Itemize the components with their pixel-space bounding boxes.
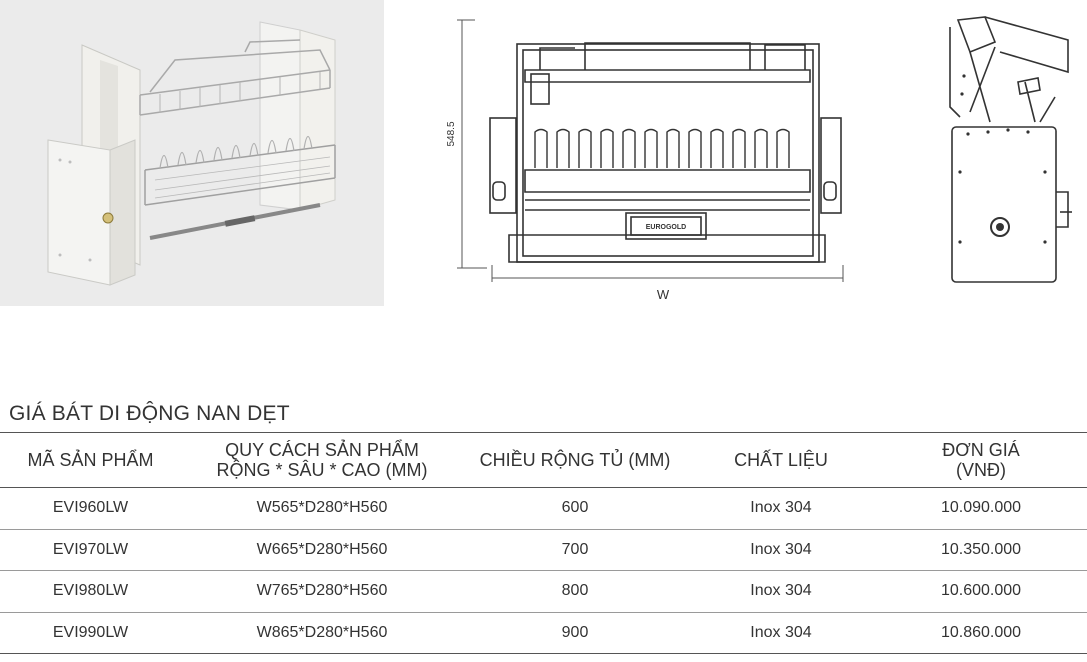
cell-code: EVI990LW — [52, 623, 129, 641]
width-dimension-label: W — [657, 287, 670, 302]
header-spec-line2: RỘNG * SÂU * CAO (MM) — [216, 460, 428, 480]
cell-price: 10.860.000 — [940, 623, 1022, 641]
cell-width: 700 — [561, 540, 589, 558]
table-row: EVI990LW W865*D280*H560 900 Inox 304 10.… — [0, 612, 1087, 654]
cell-width: 600 — [561, 499, 589, 517]
cell-width: 900 — [561, 623, 589, 641]
header-spec-line1: QUY CÁCH SẢN PHẨM — [225, 440, 419, 460]
brand-label: EUROGOLD — [646, 224, 686, 231]
height-dimension-label: 548.5 — [446, 121, 457, 146]
cell-code: EVI970LW — [52, 540, 129, 558]
cell-price: 10.600.000 — [940, 582, 1022, 600]
cell-material: Inox 304 — [750, 540, 812, 558]
cell-width: 800 — [561, 582, 589, 600]
header-material: CHẤT LIỆU — [734, 450, 828, 470]
product-spec-table: MÃ SẢN PHẨM QUY CÁCH SẢN PHẨM RỘNG * SÂU… — [0, 432, 1087, 654]
dish-rack-illustration — [0, 0, 384, 306]
rack-front-diagram: 548.5 W — [446, 19, 844, 302]
cell-spec: W865*D280*H560 — [256, 623, 388, 641]
side-view-drawing — [940, 12, 1080, 292]
header-cabinet-width: CHIỀU RỘNG TỦ (MM) — [479, 450, 671, 470]
cell-spec: W765*D280*H560 — [256, 582, 388, 600]
table-row: EVI980LW W765*D280*H560 800 Inox 304 10.… — [0, 571, 1087, 612]
front-view-drawing: 548.5 W — [445, 10, 845, 305]
header-product-code: MÃ SẢN PHẨM — [27, 450, 154, 470]
product-photo — [0, 0, 384, 306]
cell-price: 10.350.000 — [940, 540, 1022, 558]
header-price-line2: (VNĐ) — [956, 460, 1006, 480]
product-title: GIÁ BÁT DI ĐỘNG NAN DẸT — [9, 402, 290, 425]
header-price: ĐƠN GIÁ (VNĐ) — [875, 433, 1087, 488]
cell-code: EVI980LW — [52, 582, 129, 600]
cell-material: Inox 304 — [750, 499, 812, 517]
cell-spec: W665*D280*H560 — [256, 540, 388, 558]
table-header-row: MÃ SẢN PHẨM QUY CÁCH SẢN PHẨM RỘNG * SÂU… — [0, 432, 1087, 488]
header-price-line1: ĐƠN GIÁ — [942, 440, 1020, 460]
table-row: EVI970LW W665*D280*H560 700 Inox 304 10.… — [0, 529, 1087, 571]
header-spec: QUY CÁCH SẢN PHẨM RỘNG * SÂU * CAO (MM) — [181, 433, 463, 488]
cell-material: Inox 304 — [750, 582, 812, 600]
cell-material: Inox 304 — [750, 623, 812, 641]
cell-code: EVI960LW — [52, 499, 129, 517]
cell-spec: W565*D280*H560 — [256, 499, 388, 517]
table-row: EVI960LW W565*D280*H560 600 Inox 304 10.… — [0, 488, 1087, 529]
cell-price: 10.090.000 — [940, 499, 1022, 517]
rack-side-diagram — [949, 16, 1072, 283]
